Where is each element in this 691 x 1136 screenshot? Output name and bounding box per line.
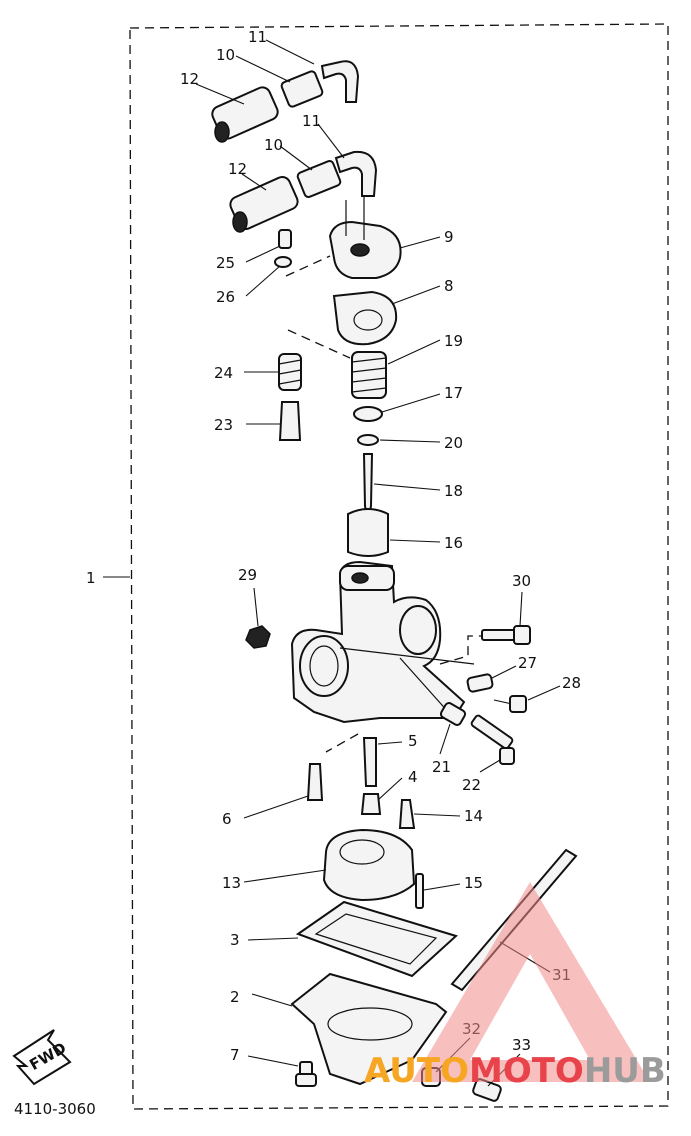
callout-33: 33	[512, 1036, 531, 1054]
callout-11-upper: 11	[248, 28, 267, 46]
callout-17: 17	[444, 384, 463, 402]
part-13-float-inner	[339, 839, 385, 865]
callout-7: 7	[230, 1046, 240, 1064]
part-11-lower-elbow	[334, 150, 378, 197]
callout-20: 20	[444, 434, 463, 452]
body-air-intake-inner	[309, 645, 339, 687]
callout-12-lower: 12	[228, 160, 247, 178]
callout-5: 5	[408, 732, 418, 750]
part-33-drain-screw	[472, 1078, 502, 1102]
part-28-screw	[493, 695, 527, 713]
callout-16: 16	[444, 534, 463, 552]
callout-12-upper: 12	[180, 70, 199, 88]
part-24-spring	[278, 353, 302, 391]
body-air-intake	[299, 635, 349, 697]
part-10-lower-nut	[296, 160, 342, 198]
part-21-spring	[439, 702, 467, 726]
part-12-lower-cap-end	[232, 211, 248, 233]
part-2-bowl-inner	[327, 1007, 413, 1041]
callout-27: 27	[518, 654, 537, 672]
part-13-float	[322, 828, 416, 902]
guide-line-21	[399, 657, 451, 715]
part-8-gasket	[332, 290, 398, 346]
part-30-bolt	[481, 625, 531, 645]
part-23-plunger	[278, 401, 302, 441]
callout-21: 21	[432, 758, 451, 776]
part-14-float-valve	[398, 799, 416, 829]
watermark-part-moto: MOTO	[469, 1051, 584, 1091]
callout-28: 28	[562, 674, 581, 692]
callout-18: 18	[444, 482, 463, 500]
body-flange-hole	[351, 572, 369, 584]
callout-2: 2	[230, 988, 240, 1006]
part-3-gasket-inner	[314, 913, 438, 965]
guide-line-19	[287, 329, 351, 359]
part-15-pin	[415, 873, 424, 909]
guide-line-27	[339, 647, 475, 665]
callout-3: 3	[230, 931, 240, 949]
part-29-nut	[245, 625, 271, 649]
part-10-upper-nut	[280, 70, 324, 108]
callout-11-lower: 11	[302, 112, 321, 130]
callout-10-lower: 10	[264, 136, 283, 154]
part-9-cover-hole	[350, 243, 370, 257]
watermark-part-hub: HUB	[584, 1051, 666, 1091]
part-3-gasket	[295, 900, 458, 978]
part-19-spring	[351, 351, 387, 399]
part-16-throttle-valve	[347, 508, 389, 557]
part-27-spring	[466, 673, 494, 693]
callout-30: 30	[512, 572, 531, 590]
part-4-main-jet	[360, 793, 382, 815]
part-7-screw	[295, 1061, 317, 1087]
watermark: AUTOMOTOHUB	[364, 882, 666, 1091]
assembly-boundary	[129, 23, 669, 1110]
part-8-gasket-hole	[353, 309, 383, 331]
guide-line-9c	[285, 255, 331, 277]
part-11-upper-elbow	[320, 60, 360, 103]
part-22-pilot-screw	[470, 714, 515, 765]
callout-6: 6	[222, 810, 232, 828]
fwd-arrow: FWD	[12, 1029, 72, 1086]
callout-29: 29	[238, 566, 257, 584]
callout-26: 26	[216, 288, 235, 306]
callout-13: 13	[222, 874, 241, 892]
guide-line-6	[325, 733, 359, 753]
callout-1: 1	[86, 569, 96, 587]
callout-8: 8	[444, 277, 454, 295]
callout-23: 23	[214, 416, 233, 434]
callout-9: 9	[444, 228, 454, 246]
callout-24: 24	[214, 364, 233, 382]
part-25-screw	[278, 229, 292, 249]
part-6-jet	[306, 763, 324, 801]
part-17-clip	[353, 406, 383, 422]
watermark-text: AUTOMOTOHUB	[364, 1051, 666, 1091]
watermark-triangle	[412, 882, 650, 1082]
diagram-code: 4110-3060	[14, 1100, 96, 1118]
part-20-clip	[357, 434, 379, 446]
part-12-upper-cap-end	[214, 121, 230, 143]
callout-14: 14	[464, 807, 483, 825]
watermark-part-auto: AUTO	[364, 1051, 469, 1091]
part-26-washer	[274, 256, 292, 268]
part-5-jet-holder	[362, 737, 377, 787]
callout-4: 4	[408, 768, 418, 786]
part-2-float-bowl	[290, 972, 448, 1086]
callout-19: 19	[444, 332, 463, 350]
body-outlet	[399, 605, 437, 655]
callout-25: 25	[216, 254, 235, 272]
callout-22: 22	[462, 776, 481, 794]
callout-15: 15	[464, 874, 483, 892]
callout-10-upper: 10	[216, 46, 235, 64]
